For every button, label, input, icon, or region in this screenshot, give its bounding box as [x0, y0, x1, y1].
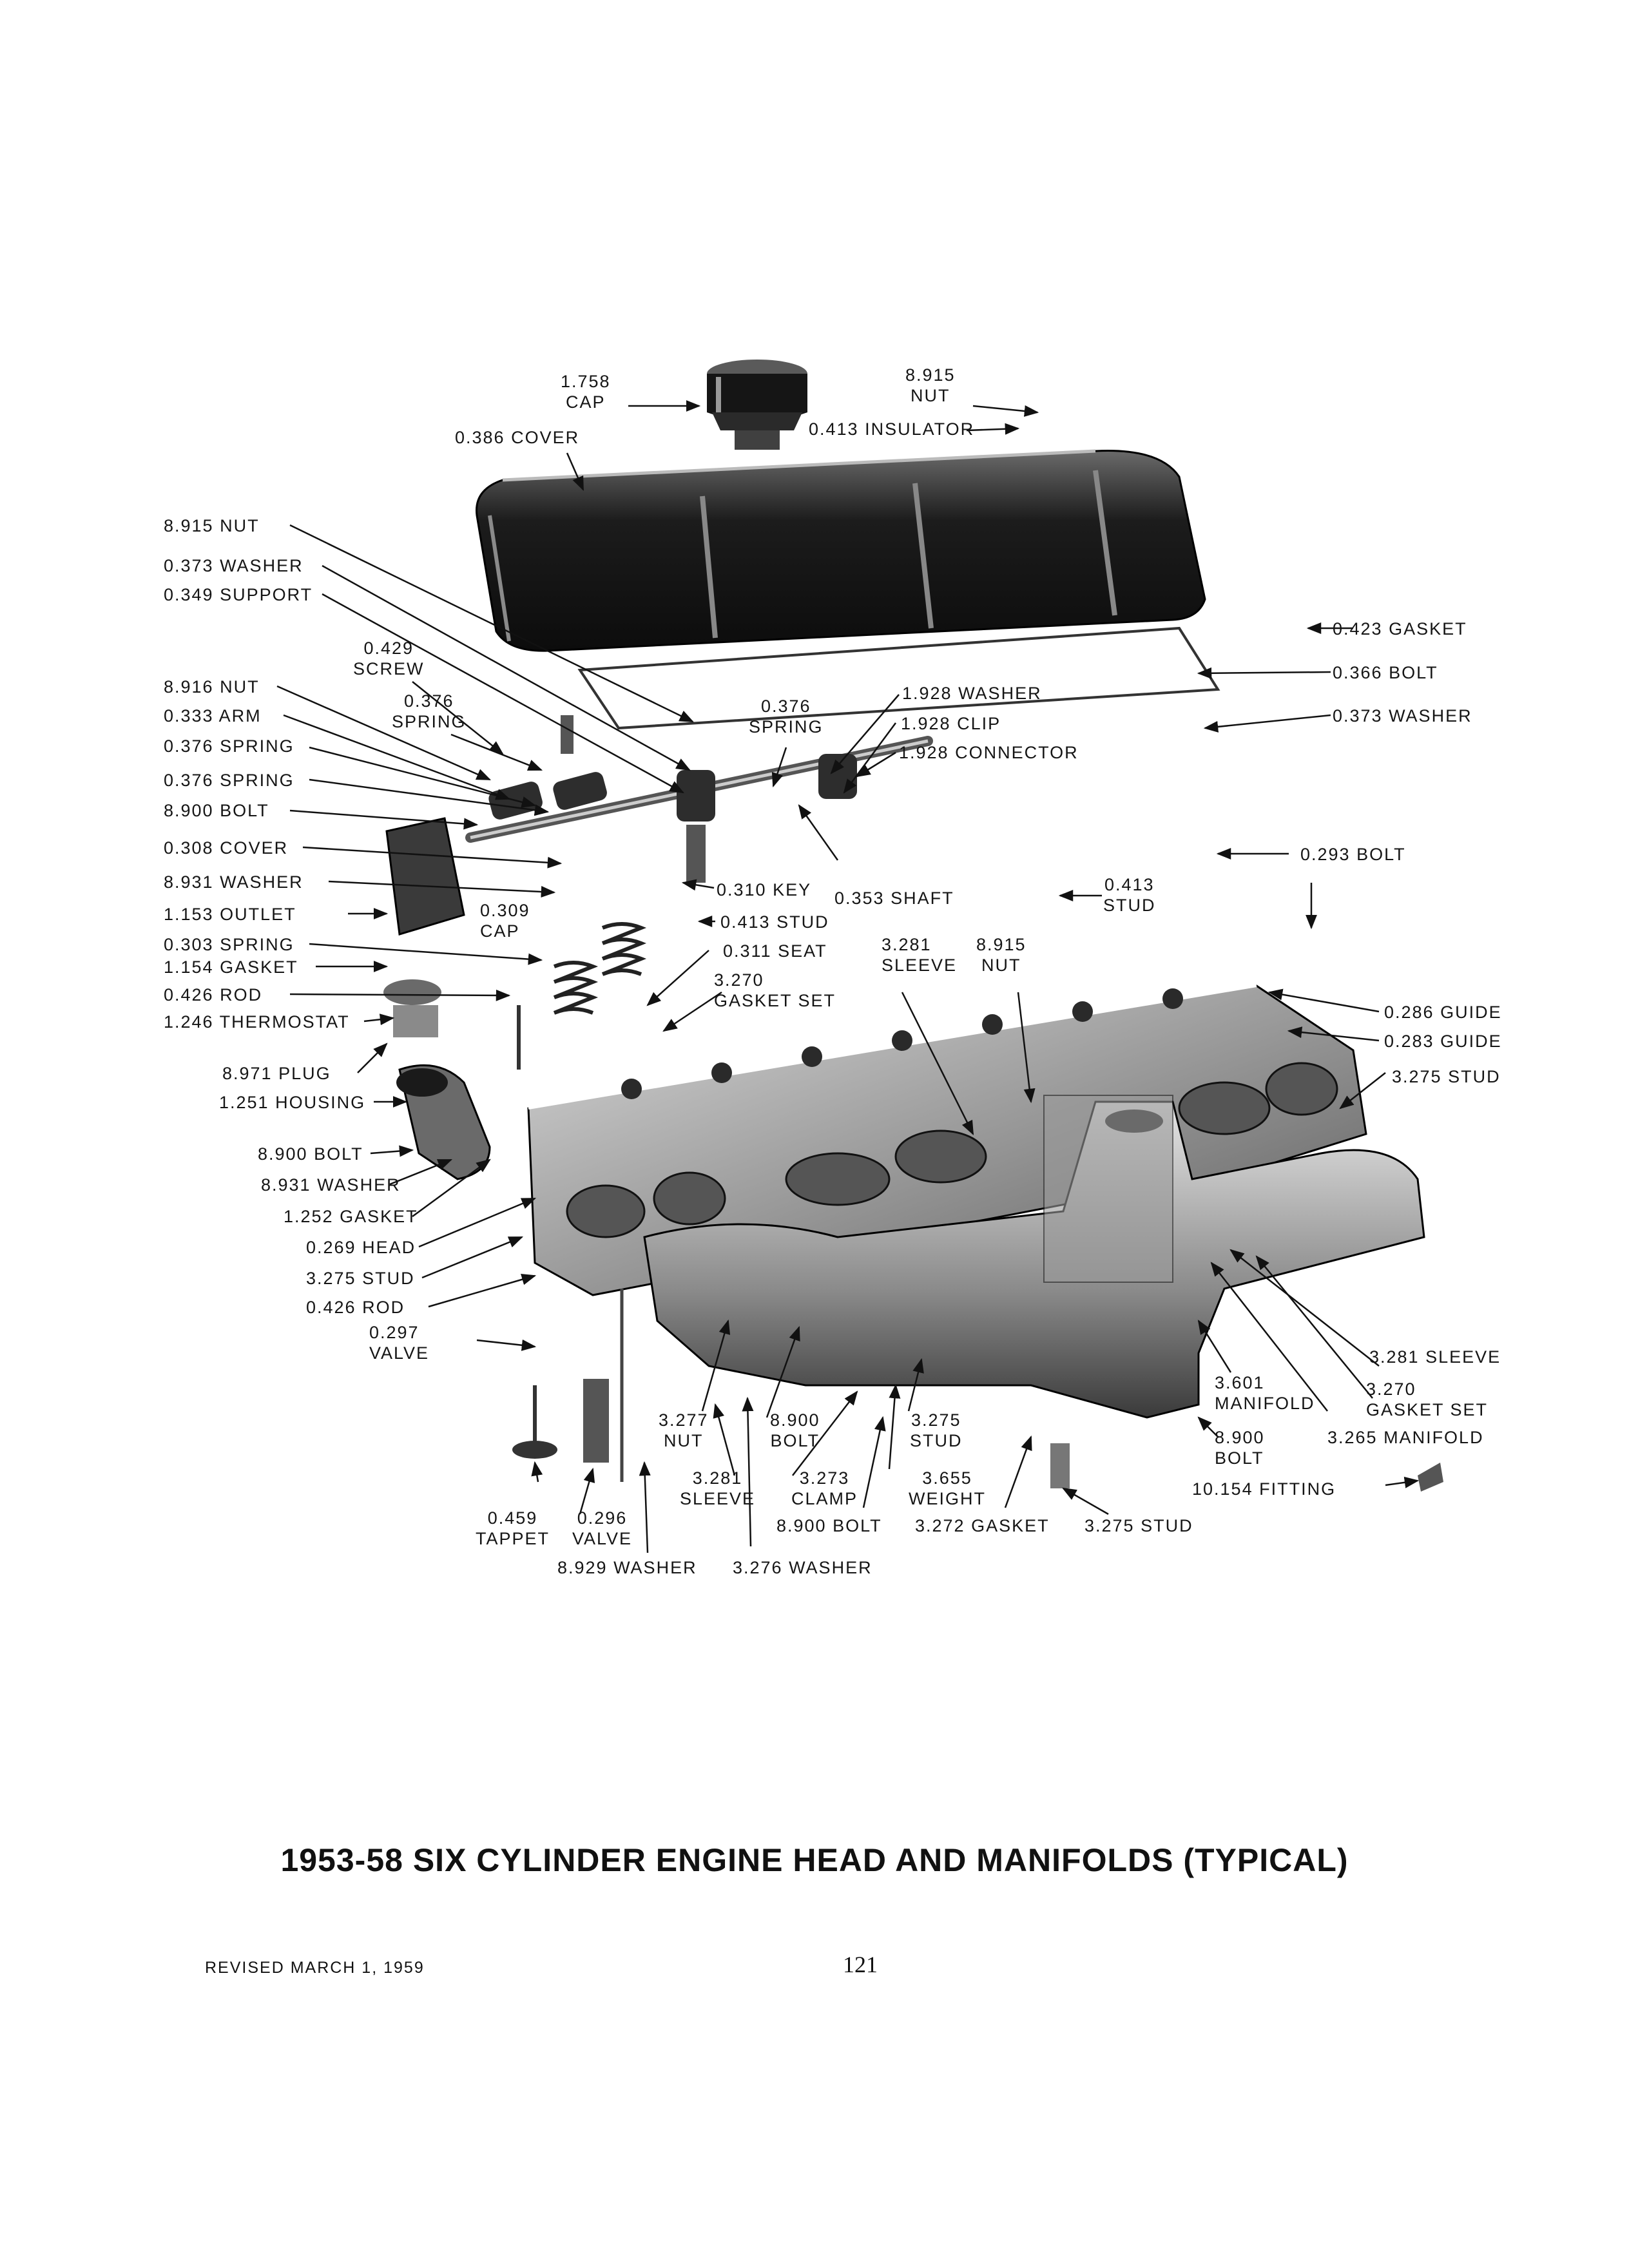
part-label: 3.277 NUT: [659, 1410, 709, 1450]
part-label: 0.376 SPRING: [749, 697, 824, 736]
breather-cap: [707, 360, 807, 450]
part-label: 8.900 BOLT: [164, 801, 269, 820]
part-label: 3.281 SLEEVE: [680, 1468, 756, 1508]
leader-lines: [276, 400, 1420, 1553]
lower-parts: [512, 1289, 1443, 1492]
part-label: 0.353 SHAFT: [834, 889, 954, 908]
part-label: 0.283 GUIDE: [1384, 1032, 1502, 1051]
part-label: 0.413 STUD: [1103, 875, 1156, 915]
part-label: 0.376 SPRING: [392, 691, 467, 731]
part-label: 8.916 NUT: [164, 677, 260, 697]
part-label: 0.413 STUD: [720, 912, 829, 932]
part-label: 0.349 SUPPORT: [164, 585, 313, 604]
part-label: 0.373 WASHER: [1333, 706, 1472, 726]
part-label: 0.296 VALVE: [572, 1508, 633, 1548]
part-label: 1.928 WASHER: [902, 684, 1042, 703]
part-label: 0.303 SPRING: [164, 935, 294, 954]
part-label: 0.426 ROD: [306, 1298, 405, 1317]
part-label: 1.252 GASKET: [284, 1207, 418, 1226]
part-label: 0.423 GASKET: [1333, 619, 1467, 639]
part-label: 3.270 GASKET SET: [1366, 1379, 1489, 1419]
part-label: 3.601 MANIFOLD: [1215, 1373, 1315, 1413]
part-label: 8.900 BOLT: [258, 1144, 363, 1164]
part-label: 0.269 HEAD: [306, 1238, 416, 1257]
part-label: 0.376 SPRING: [164, 771, 294, 790]
valve-cover: [476, 449, 1206, 652]
part-label: 1.928 CLIP: [901, 714, 1001, 733]
page-title: 1953-58 SIX CYLINDER ENGINE HEAD AND MAN…: [280, 1842, 1349, 1878]
part-label: 8.931 WASHER: [261, 1175, 401, 1195]
part-label: 1.153 OUTLET: [164, 905, 296, 924]
cylinder-head: [527, 985, 1367, 1296]
part-label: 8.915 NUT: [905, 365, 956, 405]
part-label: 8.900 BOLT: [1215, 1428, 1265, 1468]
part-label: 3.265 MANIFOLD: [1327, 1428, 1484, 1447]
part-label: 0.429 SCREW: [353, 639, 425, 678]
part-label: 3.281 SLEEVE: [1369, 1347, 1501, 1367]
part-label: 3.270 GASKET SET: [714, 970, 836, 1010]
part-label: 3.275 STUD: [306, 1269, 415, 1288]
part-label: 0.311 SEAT: [723, 941, 827, 961]
part-label: 3.276 WASHER: [733, 1558, 872, 1577]
part-label: 0.297 VALVE: [369, 1323, 430, 1363]
part-label: 8.915 NUT: [976, 935, 1027, 975]
part-label: 0.366 BOLT: [1333, 663, 1438, 682]
part-label: 1.251 HOUSING: [219, 1093, 366, 1112]
part-label: 8.900 BOLT: [776, 1516, 882, 1535]
part-label: 0.308 COVER: [164, 838, 289, 858]
part-label: 0.413 INSULATOR: [809, 419, 975, 439]
thermostat-outlet: [383, 817, 465, 1037]
part-label: 3.275 STUD: [1084, 1516, 1193, 1535]
part-label: 1.246 THERMOSTAT: [164, 1012, 350, 1032]
part-label: 10.154 FITTING: [1192, 1479, 1336, 1499]
part-label: 0.386 COVER: [455, 428, 580, 447]
part-label: 0.376 SPRING: [164, 736, 294, 756]
part-label: 1.758 CAP: [561, 372, 611, 412]
part-label: 0.426 ROD: [164, 985, 263, 1004]
part-label: 8.931 WASHER: [164, 872, 304, 892]
part-label: 3.281 SLEEVE: [882, 935, 958, 975]
part-label: 8.971 PLUG: [222, 1064, 331, 1083]
cover-gasket: [577, 626, 1220, 730]
part-label: 0.293 BOLT: [1300, 845, 1406, 864]
part-label: 1.928 CONNECTOR: [899, 743, 1079, 762]
valve-springs: [517, 922, 647, 1070]
part-label: 0.459 TAPPET: [476, 1508, 550, 1548]
revision-date: REVISED MARCH 1, 1959: [205, 1959, 425, 1977]
part-label: 8.915 NUT: [164, 516, 260, 535]
part-label: 0.286 GUIDE: [1384, 1003, 1502, 1022]
part-label: 3.655 WEIGHT: [909, 1468, 986, 1508]
part-label: 3.275 STUD: [910, 1410, 963, 1450]
manifolds: [643, 1095, 1425, 1419]
part-label: 0.309 CAP: [480, 901, 530, 941]
part-label: 3.272 GASKET: [915, 1516, 1050, 1535]
part-label: 0.310 KEY: [717, 880, 812, 899]
part-label: 8.900 BOLT: [770, 1410, 820, 1450]
part-label: 0.373 WASHER: [164, 556, 304, 575]
thermostat-housing: [396, 1064, 491, 1180]
page-number: 121: [843, 1952, 878, 1977]
part-label: 8.929 WASHER: [557, 1558, 697, 1577]
part-label: 3.273 CLAMP: [791, 1468, 858, 1508]
part-label: 3.275 STUD: [1392, 1067, 1501, 1086]
part-label: 1.154 GASKET: [164, 957, 298, 977]
part-label: 0.333 ARM: [164, 706, 262, 726]
